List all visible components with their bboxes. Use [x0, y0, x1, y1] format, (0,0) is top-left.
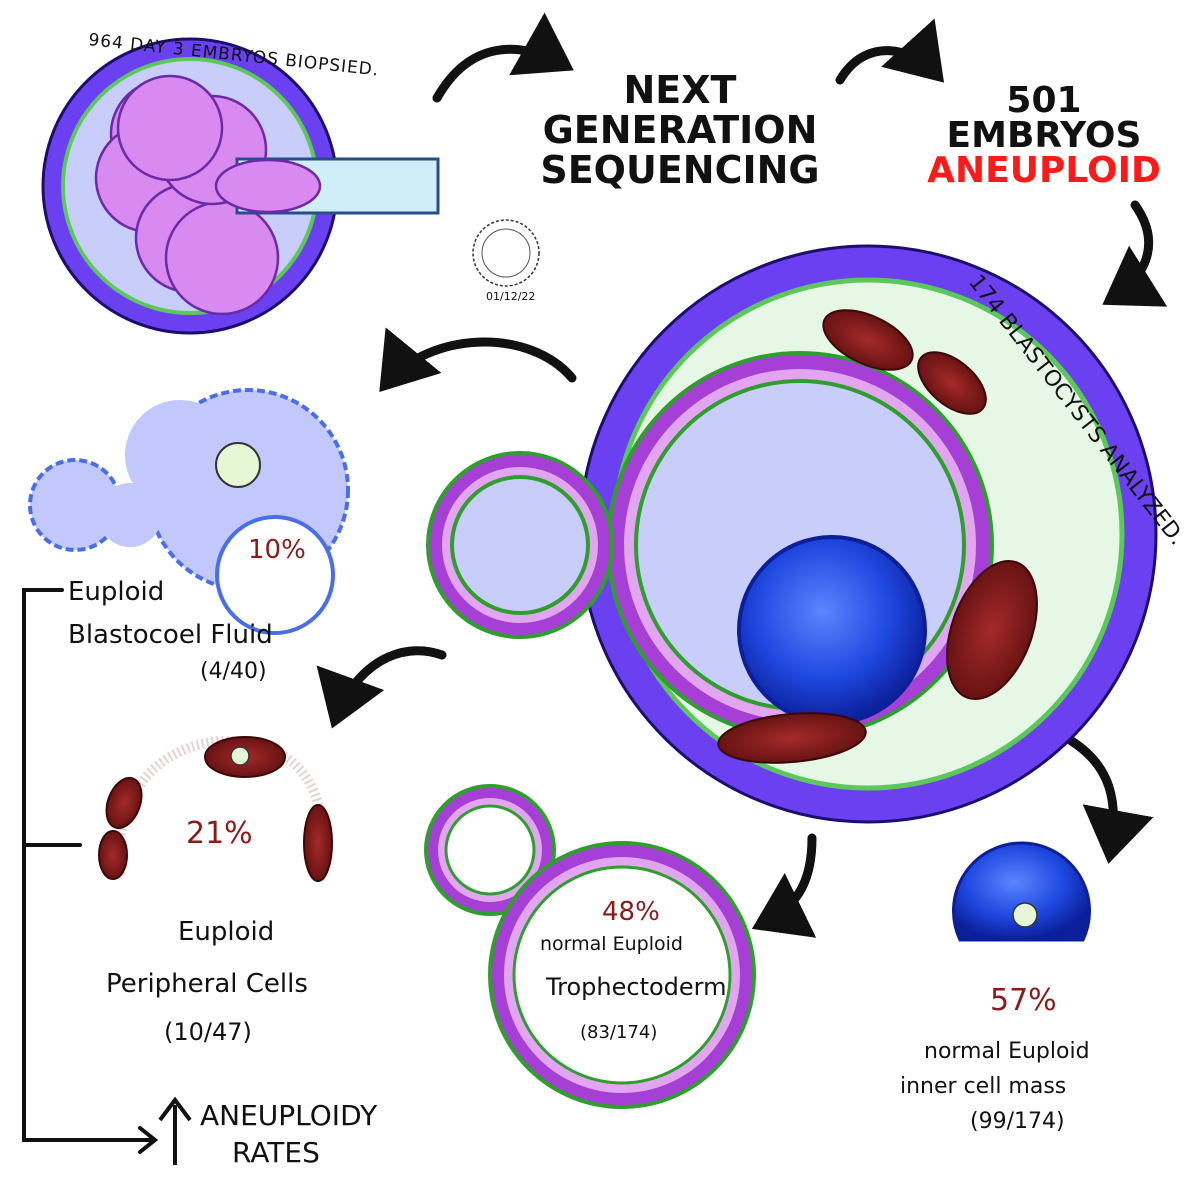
peripheral-percent: 21%: [186, 816, 253, 851]
flow-arrows: [316, 12, 1168, 938]
bracket-arrow: [138, 1126, 159, 1154]
signature-date: 01/12/22: [486, 290, 535, 303]
trophectoderm-line2: Trophectoderm: [545, 973, 726, 1001]
arrow-to-icm: [1065, 735, 1154, 864]
trophectoderm-ratio: (83/174): [580, 1022, 657, 1043]
aneuploidy-bracket: [22, 588, 159, 1154]
peripheral-cells: 21% Euploid Peripheral Cells (10/47): [98, 735, 333, 1046]
aneuploidy-line1: ANEUPLOIDY: [200, 1099, 378, 1132]
blastocoel-percent: 10%: [248, 535, 306, 565]
arrow-to-ngs: [432, 12, 574, 103]
signature-stamp: 01/12/22: [472, 219, 540, 303]
icm-result: 57% normal Euploid inner cell mass (99/1…: [900, 841, 1091, 1134]
trophectoderm-percent: 48%: [602, 897, 660, 927]
biopsy-pipette: [214, 157, 440, 215]
ngs-line2: GENERATION: [543, 108, 818, 152]
aneuploid-embryos: EMBRYOS: [947, 115, 1142, 156]
arrow-to-fluid: [379, 327, 577, 392]
blastocoel-ratio: (4/40): [200, 659, 267, 684]
peripheral-cells-blastocyst: [717, 309, 1038, 764]
ngs-title: NEXT GENERATION SEQUENCING: [540, 68, 819, 192]
aneuploid-count: 501: [1006, 80, 1081, 121]
peripheral-nucleus-icon: [230, 746, 250, 766]
arrow-to-blastocyst: [1102, 200, 1168, 307]
trophectoderm-line1: normal Euploid: [540, 933, 683, 955]
bracket-line: [22, 588, 152, 1142]
arrow-to-aneuploid: [835, 18, 945, 85]
peripheral-line1: Euploid: [178, 917, 274, 947]
blastocoel-line2: Blastocoel Fluid: [68, 620, 273, 650]
icm-line1: normal Euploid: [924, 1039, 1090, 1064]
aneuploid-word: ANEUPLOID: [927, 150, 1161, 191]
icm-nucleus-icon: [1012, 902, 1038, 928]
arrow-to-trophectoderm: [751, 833, 817, 938]
aneuploidy-line2: RATES: [232, 1136, 320, 1169]
fluid-cell-icon: [215, 442, 261, 488]
icm-percent: 57%: [990, 983, 1057, 1018]
aneuploid-title: 501 EMBRYOS ANEUPLOID: [927, 80, 1161, 191]
up-arrow-icon: [158, 1096, 192, 1165]
blastomeres: [94, 74, 280, 316]
blastocoel-line1: Euploid: [68, 577, 164, 607]
peripheral-ratio: (10/47): [164, 1018, 252, 1046]
aneuploidy-rates: ANEUPLOIDY RATES: [158, 1096, 378, 1169]
peripheral-line2: Peripheral Cells: [106, 969, 308, 999]
icm-line2: inner cell mass: [900, 1074, 1066, 1099]
ngs-line3: SEQUENCING: [540, 148, 819, 192]
arrow-to-peripheral: [316, 646, 447, 729]
peripheral-cell-group: [98, 736, 333, 882]
blastocoel-fluid: 10% Euploid Blastocoel Fluid (4/40): [28, 388, 350, 684]
trophectoderm: 48% normal Euploid Trophectoderm (83/174…: [424, 784, 756, 1109]
blastocyst-herniation: [426, 451, 614, 639]
ngs-line1: NEXT: [624, 68, 737, 112]
icm-ratio: (99/174): [970, 1109, 1065, 1134]
day3-embryo: 964 DAY 3 EMBRYOS BIOPSIED.: [41, 30, 440, 335]
inner-cell-mass: [737, 535, 927, 725]
blastocyst: 174 BLASTOCYSTS ANALYZED.: [426, 244, 1190, 824]
